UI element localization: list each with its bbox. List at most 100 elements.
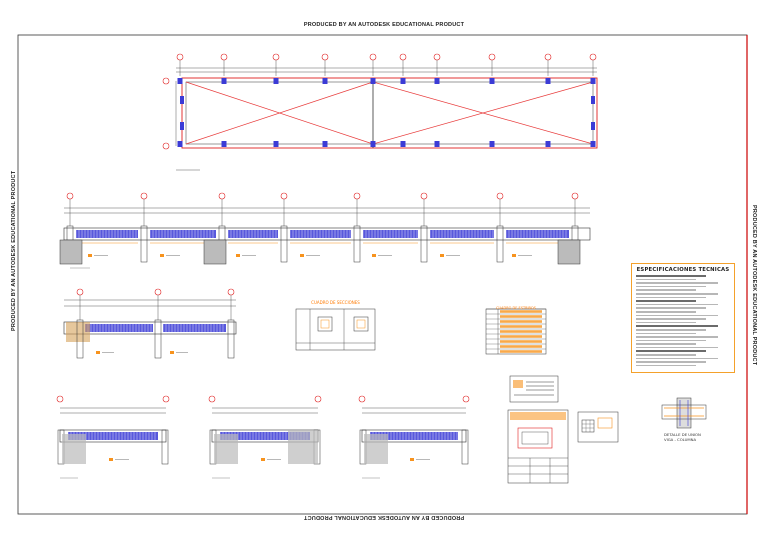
footing-hatch-icon [203, 239, 227, 265]
plan-column [545, 141, 551, 147]
axis-bubble-icon [462, 395, 470, 403]
stirrups-row-fill [500, 340, 542, 343]
plan-column [180, 122, 184, 130]
elevation-column [496, 225, 504, 263]
plan-column [400, 141, 406, 147]
spec-line [636, 357, 718, 360]
beam-rebar [363, 230, 418, 238]
spec-line [636, 354, 696, 356]
footing-hatch-icon [214, 434, 238, 464]
elevation-column [280, 225, 288, 263]
spec-line [636, 282, 718, 284]
beam-rebar [76, 230, 138, 238]
plan-column [322, 141, 328, 147]
short-rebar [66, 322, 226, 342]
spec-line [636, 278, 696, 281]
axis-bubble-icon [227, 288, 235, 296]
stirrups-row-fill [500, 335, 542, 338]
plan-column [370, 141, 376, 147]
stirrups-row-fill [500, 320, 542, 323]
sections-table [295, 308, 376, 351]
short-tags [96, 351, 188, 354]
beam-rebar [430, 230, 494, 238]
plan-column [273, 141, 279, 147]
spec-line [636, 275, 706, 277]
elevation-rebar [75, 229, 569, 244]
bottom-column [161, 429, 169, 465]
footing-hatch-icon [288, 430, 318, 464]
stirrups-row-fill [500, 350, 542, 353]
stirrups-row-fill [500, 310, 542, 313]
spec-line [636, 343, 696, 345]
beam-rebar [506, 230, 569, 238]
bottom-elevations [56, 395, 470, 479]
section-tag [236, 254, 240, 257]
footing-hatch-icon [62, 434, 86, 464]
plan-inner [185, 81, 594, 145]
spec-line [636, 321, 696, 324]
plan-view [162, 53, 598, 171]
axis-bubble-icon [162, 77, 170, 85]
plan-column [545, 78, 551, 84]
spec-line [636, 361, 706, 363]
spec-line [636, 289, 696, 291]
stirrups-row-fill [500, 325, 542, 328]
bottom-column [461, 429, 469, 465]
joint-detail-subtitle: VIGA - COLUMNA [664, 437, 697, 442]
axis-bubble-icon [66, 192, 74, 200]
stirrups-row-fill [500, 315, 542, 318]
spec-line [636, 307, 706, 309]
axis-bubble-icon [314, 395, 322, 403]
short-axis-bubbles [76, 288, 235, 320]
stirrups-row-fill [500, 330, 542, 333]
axis-bubble-icon [420, 192, 428, 200]
axis-bubble-icon [571, 192, 579, 200]
axis-bubble-icon [369, 53, 377, 61]
footing-hatch-icon [66, 322, 90, 342]
spec-line [636, 285, 706, 288]
footing-hatch-icon [364, 434, 388, 464]
specs-lines [632, 275, 734, 367]
beam-rebar [290, 230, 351, 238]
beam-rebar [370, 432, 458, 440]
section-tag [300, 254, 304, 257]
plan-column [591, 122, 595, 130]
stirrups-table-title: CUADRO DE ESTRIBOS [496, 306, 536, 310]
elevation-short [63, 288, 237, 359]
plan-column [590, 78, 596, 84]
section-tag [96, 351, 100, 354]
section-tag [160, 254, 164, 257]
axis-bubble-icon [140, 192, 148, 200]
section-tag [261, 458, 265, 461]
spec-line [636, 292, 718, 295]
plan-column [273, 78, 279, 84]
plan-column [434, 141, 440, 147]
plan-column [400, 78, 406, 84]
plan-column [322, 78, 328, 84]
spec-line [636, 339, 706, 342]
elevation-footings [59, 239, 581, 265]
axis-bubble-icon [544, 53, 552, 61]
plan-column [180, 96, 184, 104]
short-columns [76, 319, 235, 359]
plan-column [177, 141, 183, 147]
beam-rebar [85, 324, 153, 332]
axis-bubble-icon [433, 53, 441, 61]
axis-bubble-icon [272, 53, 280, 61]
spec-line [636, 303, 718, 306]
spec-line [636, 314, 718, 317]
beam-rebar [163, 324, 226, 332]
section-tag [512, 254, 516, 257]
section-tag [372, 254, 376, 257]
axis-bubble-icon [162, 142, 170, 150]
axis-bubble-icon [399, 53, 407, 61]
plan-column [177, 78, 183, 84]
spec-line [636, 296, 706, 299]
beam-outline [59, 429, 167, 443]
technical-specs-panel: ESPECIFICACIONES TECNICAS [631, 263, 735, 373]
sections-table-title: CUADRO DE SECCIONES [311, 300, 360, 305]
axis-bubble-icon [220, 53, 228, 61]
beam-outline [361, 429, 467, 443]
specs-title: ESPECIFICACIONES TECNICAS [636, 267, 730, 273]
spec-line [636, 364, 696, 367]
